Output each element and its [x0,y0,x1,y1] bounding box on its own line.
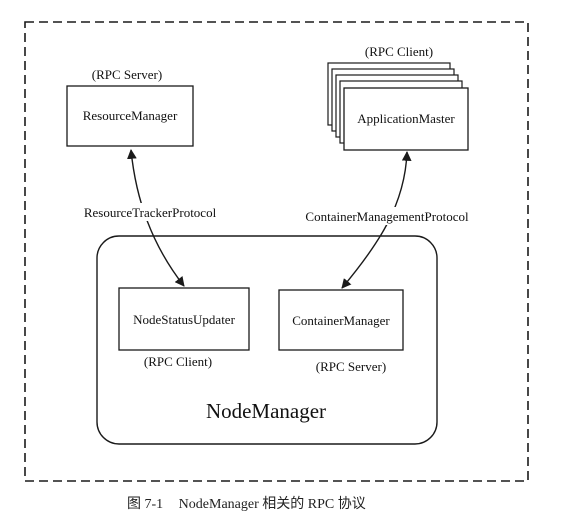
node-status-updater-role-label: (RPC Client) [144,354,212,369]
resource-manager-role-label: (RPC Server) [92,67,162,82]
figure-caption-number: 图 7-1 [127,497,163,512]
resource-tracker-protocol-label: ResourceTrackerProtocol [84,205,217,220]
resource-manager-box [66,85,194,147]
outer-dashed-frame [24,21,529,482]
container-management-protocol-label: ContainerManagementProtocol [305,209,469,224]
container-manager-role-label: (RPC Server) [316,359,386,374]
resource-tracker-label-bg [72,203,228,221]
container-manager-box [278,289,404,351]
resource-manager-label: ResourceManager [83,108,178,123]
container-manager-label: ContainerManager [292,313,390,328]
resource-tracker-arrow [127,149,185,287]
figure-caption: 图 7-1 NodeManager 相关的 RPC 协议 [127,496,366,512]
container-management-label-bg [294,207,480,225]
node-status-updater-box [118,287,250,351]
node-manager-label: NodeManager [206,399,326,423]
figure-caption-text: NodeManager 相关的 RPC 协议 [179,496,366,512]
application-master-box [343,87,469,151]
application-master-label: ApplicationMaster [357,111,455,126]
node-status-updater-label: NodeStatusUpdater [133,312,235,327]
application-master-role-label: (RPC Client) [365,44,433,59]
application-master-stack [327,62,469,151]
